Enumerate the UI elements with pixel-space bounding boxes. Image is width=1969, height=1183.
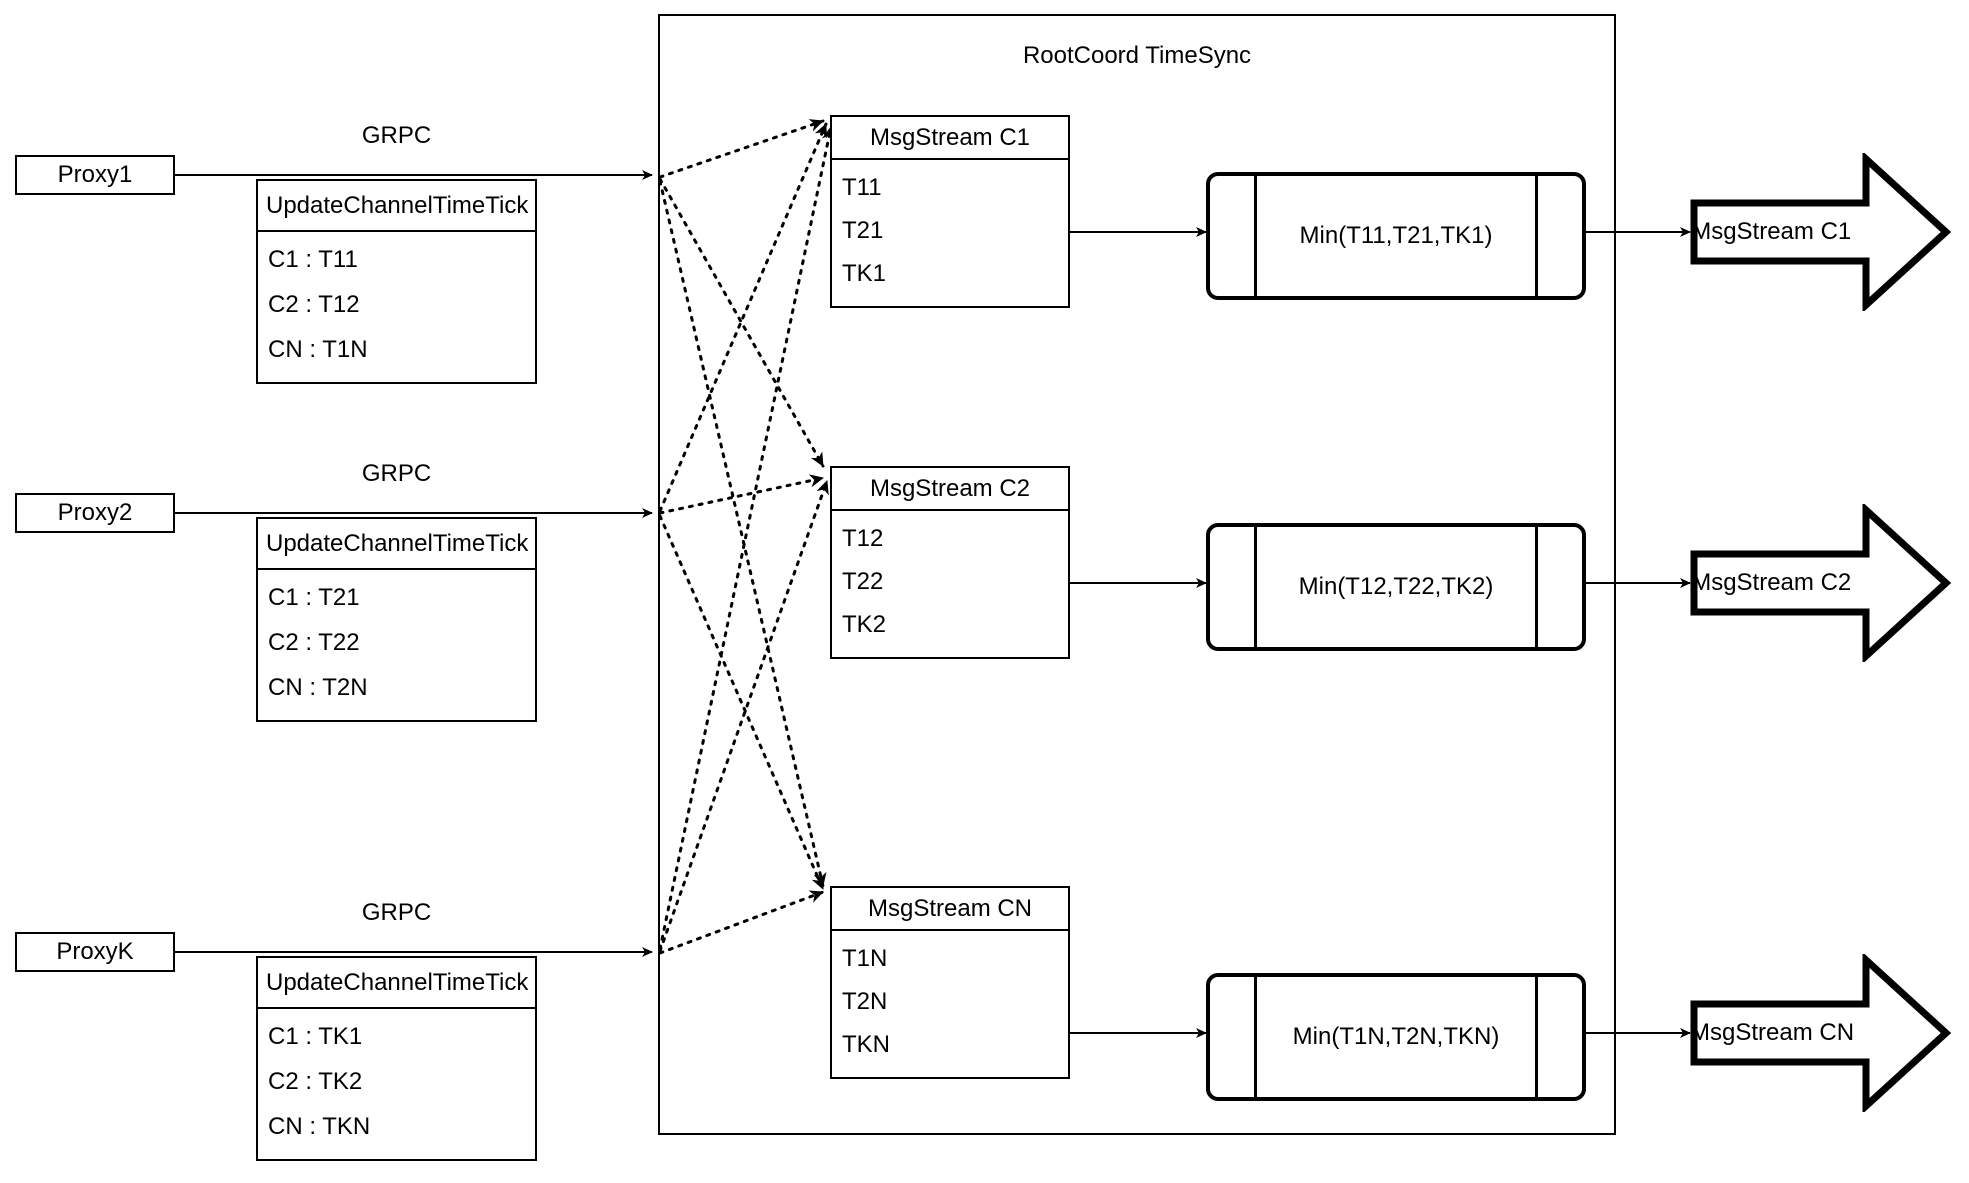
update-channel-timetick-header: UpdateChannelTimeTick [258,519,535,570]
output-block-arrow-c2: MsgStream C2 [1690,504,1952,662]
output-block-arrow-label: MsgStream C2 [1691,569,1852,596]
rootcoord-timesync-container [658,14,1616,1135]
link-label-grpc-1: GRPC [361,122,432,149]
msgstream-rows: T11 T21 TK1 [832,160,1068,306]
proxy-box-2[interactable]: Proxy2 [15,493,175,533]
update-channel-timetick-rows: C1 : T21 C2 : T22 CN : T2N [258,570,535,720]
msgstream-box-cn: MsgStream CN T1N T2N TKN [830,886,1070,1079]
msgstream-row: TK1 [842,260,887,288]
msgstream-header: MsgStream CN [832,888,1068,931]
msgstream-row: TK2 [842,611,887,639]
msgstream-rows: T1N T2N TKN [832,931,1068,1077]
min-process-label: Min(T1N,T2N,TKN) [1292,1023,1500,1050]
msgstream-row: T2N [842,987,888,1015]
msgstream-header: MsgStream C1 [832,117,1068,160]
min-process-label: Min(T12,T22,TK2) [1298,573,1494,600]
update-channel-timetick-header: UpdateChannelTimeTick [258,181,535,232]
timetick-row: CN : TKN [268,1112,371,1140]
msgstream-rows: T12 T22 TK2 [832,511,1068,657]
msgstream-header: MsgStream C2 [832,468,1068,511]
update-channel-timetick-rows: C1 : T11 C2 : T12 CN : T1N [258,232,535,382]
update-channel-timetick-box-2: UpdateChannelTimeTick C1 : T21 C2 : T22 … [256,517,537,722]
min-process-box-c2: Min(T12,T22,TK2) [1206,523,1586,651]
proxy-label: Proxy1 [57,161,133,188]
msgstream-row: T12 [842,524,884,552]
output-block-arrow-cn: MsgStream CN [1690,954,1952,1112]
rootcoord-timesync-title: RootCoord TimeSync [1022,42,1252,69]
msgstream-row: T1N [842,944,888,972]
link-label-grpc-3: GRPC [361,899,432,926]
msgstream-box-c2: MsgStream C2 T12 T22 TK2 [830,466,1070,659]
timetick-row: CN : T1N [268,335,368,363]
msgstream-box-c1: MsgStream C1 T11 T21 TK1 [830,115,1070,308]
output-block-arrow-label: MsgStream CN [1690,1019,1855,1046]
min-process-box-c1: Min(T11,T21,TK1) [1206,172,1586,300]
proxy-box-k[interactable]: ProxyK [15,932,175,972]
msgstream-row: TKN [842,1031,890,1059]
process-bar-right [1535,977,1538,1097]
timetick-row: C2 : TK2 [268,1067,363,1095]
msgstream-row: T21 [842,216,884,244]
process-bar-left [1254,977,1257,1097]
min-process-label: Min(T11,T21,TK1) [1299,222,1493,249]
process-bar-right [1535,176,1538,296]
update-channel-timetick-rows: C1 : TK1 C2 : TK2 CN : TKN [258,1009,535,1159]
update-channel-timetick-box-1: UpdateChannelTimeTick C1 : T11 C2 : T12 … [256,179,537,384]
msgstream-row: T11 [842,173,882,201]
timetick-row: C2 : T12 [268,290,360,318]
timetick-row: C1 : T21 [268,584,360,612]
process-bar-left [1254,176,1257,296]
timetick-row: C1 : T11 [268,246,358,274]
update-channel-timetick-header: UpdateChannelTimeTick [258,958,535,1009]
process-bar-left [1254,527,1257,647]
proxy-box-1[interactable]: Proxy1 [15,155,175,195]
proxy-label: ProxyK [56,938,134,965]
link-label-grpc-2: GRPC [361,460,432,487]
timetick-row: CN : T2N [268,673,368,701]
update-channel-timetick-box-3: UpdateChannelTimeTick C1 : TK1 C2 : TK2 … [256,956,537,1161]
min-process-box-cn: Min(T1N,T2N,TKN) [1206,973,1586,1101]
process-bar-right [1535,527,1538,647]
timetick-row: C1 : TK1 [268,1023,363,1051]
timetick-row: C2 : T22 [268,628,360,656]
output-block-arrow-label: MsgStream C1 [1691,218,1852,245]
msgstream-row: T22 [842,567,884,595]
output-block-arrow-c1: MsgStream C1 [1690,153,1952,311]
proxy-label: Proxy2 [57,499,133,526]
